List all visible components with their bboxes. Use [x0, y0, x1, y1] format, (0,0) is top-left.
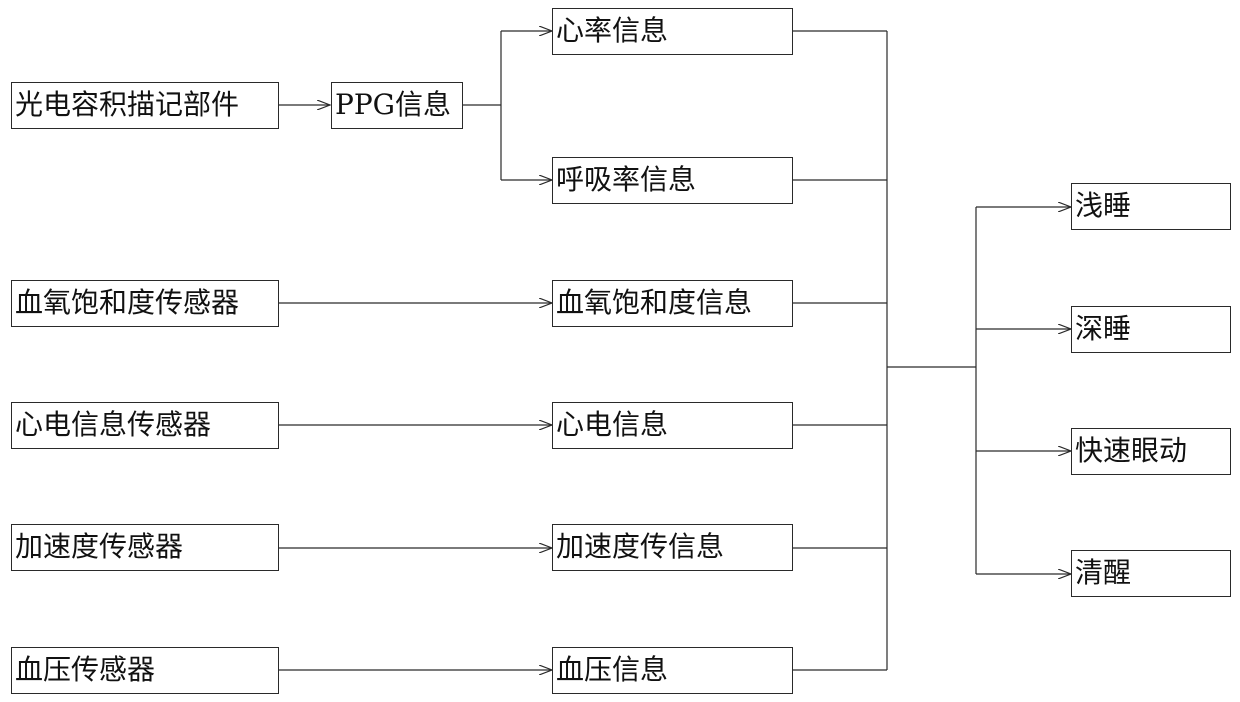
ecg-info-box: 心电信息	[552, 402, 793, 449]
bp-info-box: 血压信息	[552, 647, 793, 694]
accel-info-box: 加速度传信息	[552, 524, 793, 571]
ecg-sensor-box: 心电信息传感器	[11, 402, 279, 449]
light-sleep-box: 浅睡	[1071, 183, 1231, 230]
rem-box: 快速眼动	[1071, 428, 1231, 475]
spo2-sensor-box: 血氧饱和度传感器	[11, 280, 279, 327]
spo2-info-box: 血氧饱和度信息	[552, 280, 793, 327]
ppg-sensor-box: 光电容积描记部件	[11, 82, 279, 129]
accel-sensor-box: 加速度传感器	[11, 524, 279, 571]
heart-rate-box: 心率信息	[552, 8, 793, 55]
deep-sleep-box: 深睡	[1071, 306, 1231, 353]
ppg-info-box: PPG信息	[331, 82, 463, 129]
bp-sensor-box: 血压传感器	[11, 647, 279, 694]
awake-box: 清醒	[1071, 550, 1231, 597]
respiration-rate-box: 呼吸率信息	[552, 157, 793, 204]
